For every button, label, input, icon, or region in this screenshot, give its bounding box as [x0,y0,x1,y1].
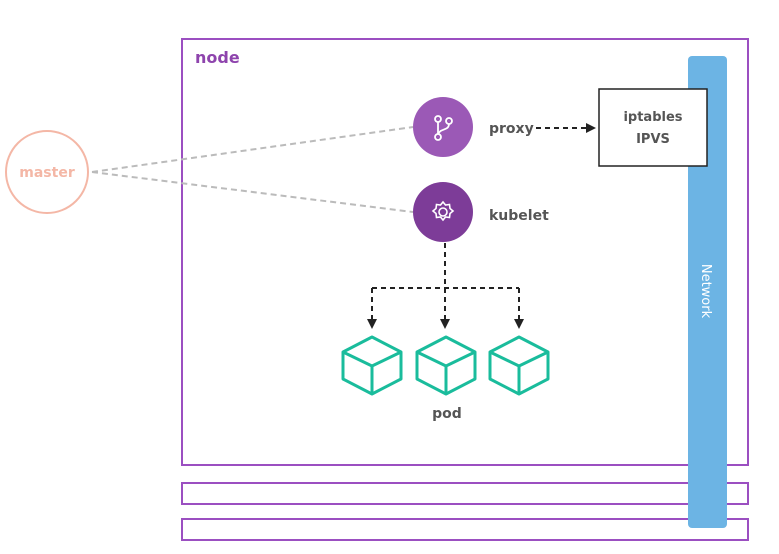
network-bar [688,56,727,528]
node-label: node [195,48,240,67]
pod-label: pod [432,406,462,422]
master-to-kubelet-link [91,171,414,213]
ipvs-label: IPVS [636,132,670,147]
proxy-circle [413,97,473,157]
master-circle [5,130,89,214]
pod-cube-icon-1 [341,335,403,396]
node-frame [181,38,749,466]
master-label: master [19,165,75,181]
iptables-box [598,88,708,167]
proxy-label: proxy [489,121,534,137]
network-label: Network [698,264,713,319]
node-frame-2 [181,482,749,505]
pod-cube-icon-3 [488,335,550,396]
node-frame-3 [181,518,749,541]
kubelet-circle [413,182,473,242]
iptables-label: iptables [623,110,682,125]
kubelet-label: kubelet [489,208,549,224]
git-branch-icon [434,115,453,141]
gear-icon [431,200,455,222]
pod-cube-icon-2 [415,335,477,396]
master-to-proxy-link [91,126,414,173]
